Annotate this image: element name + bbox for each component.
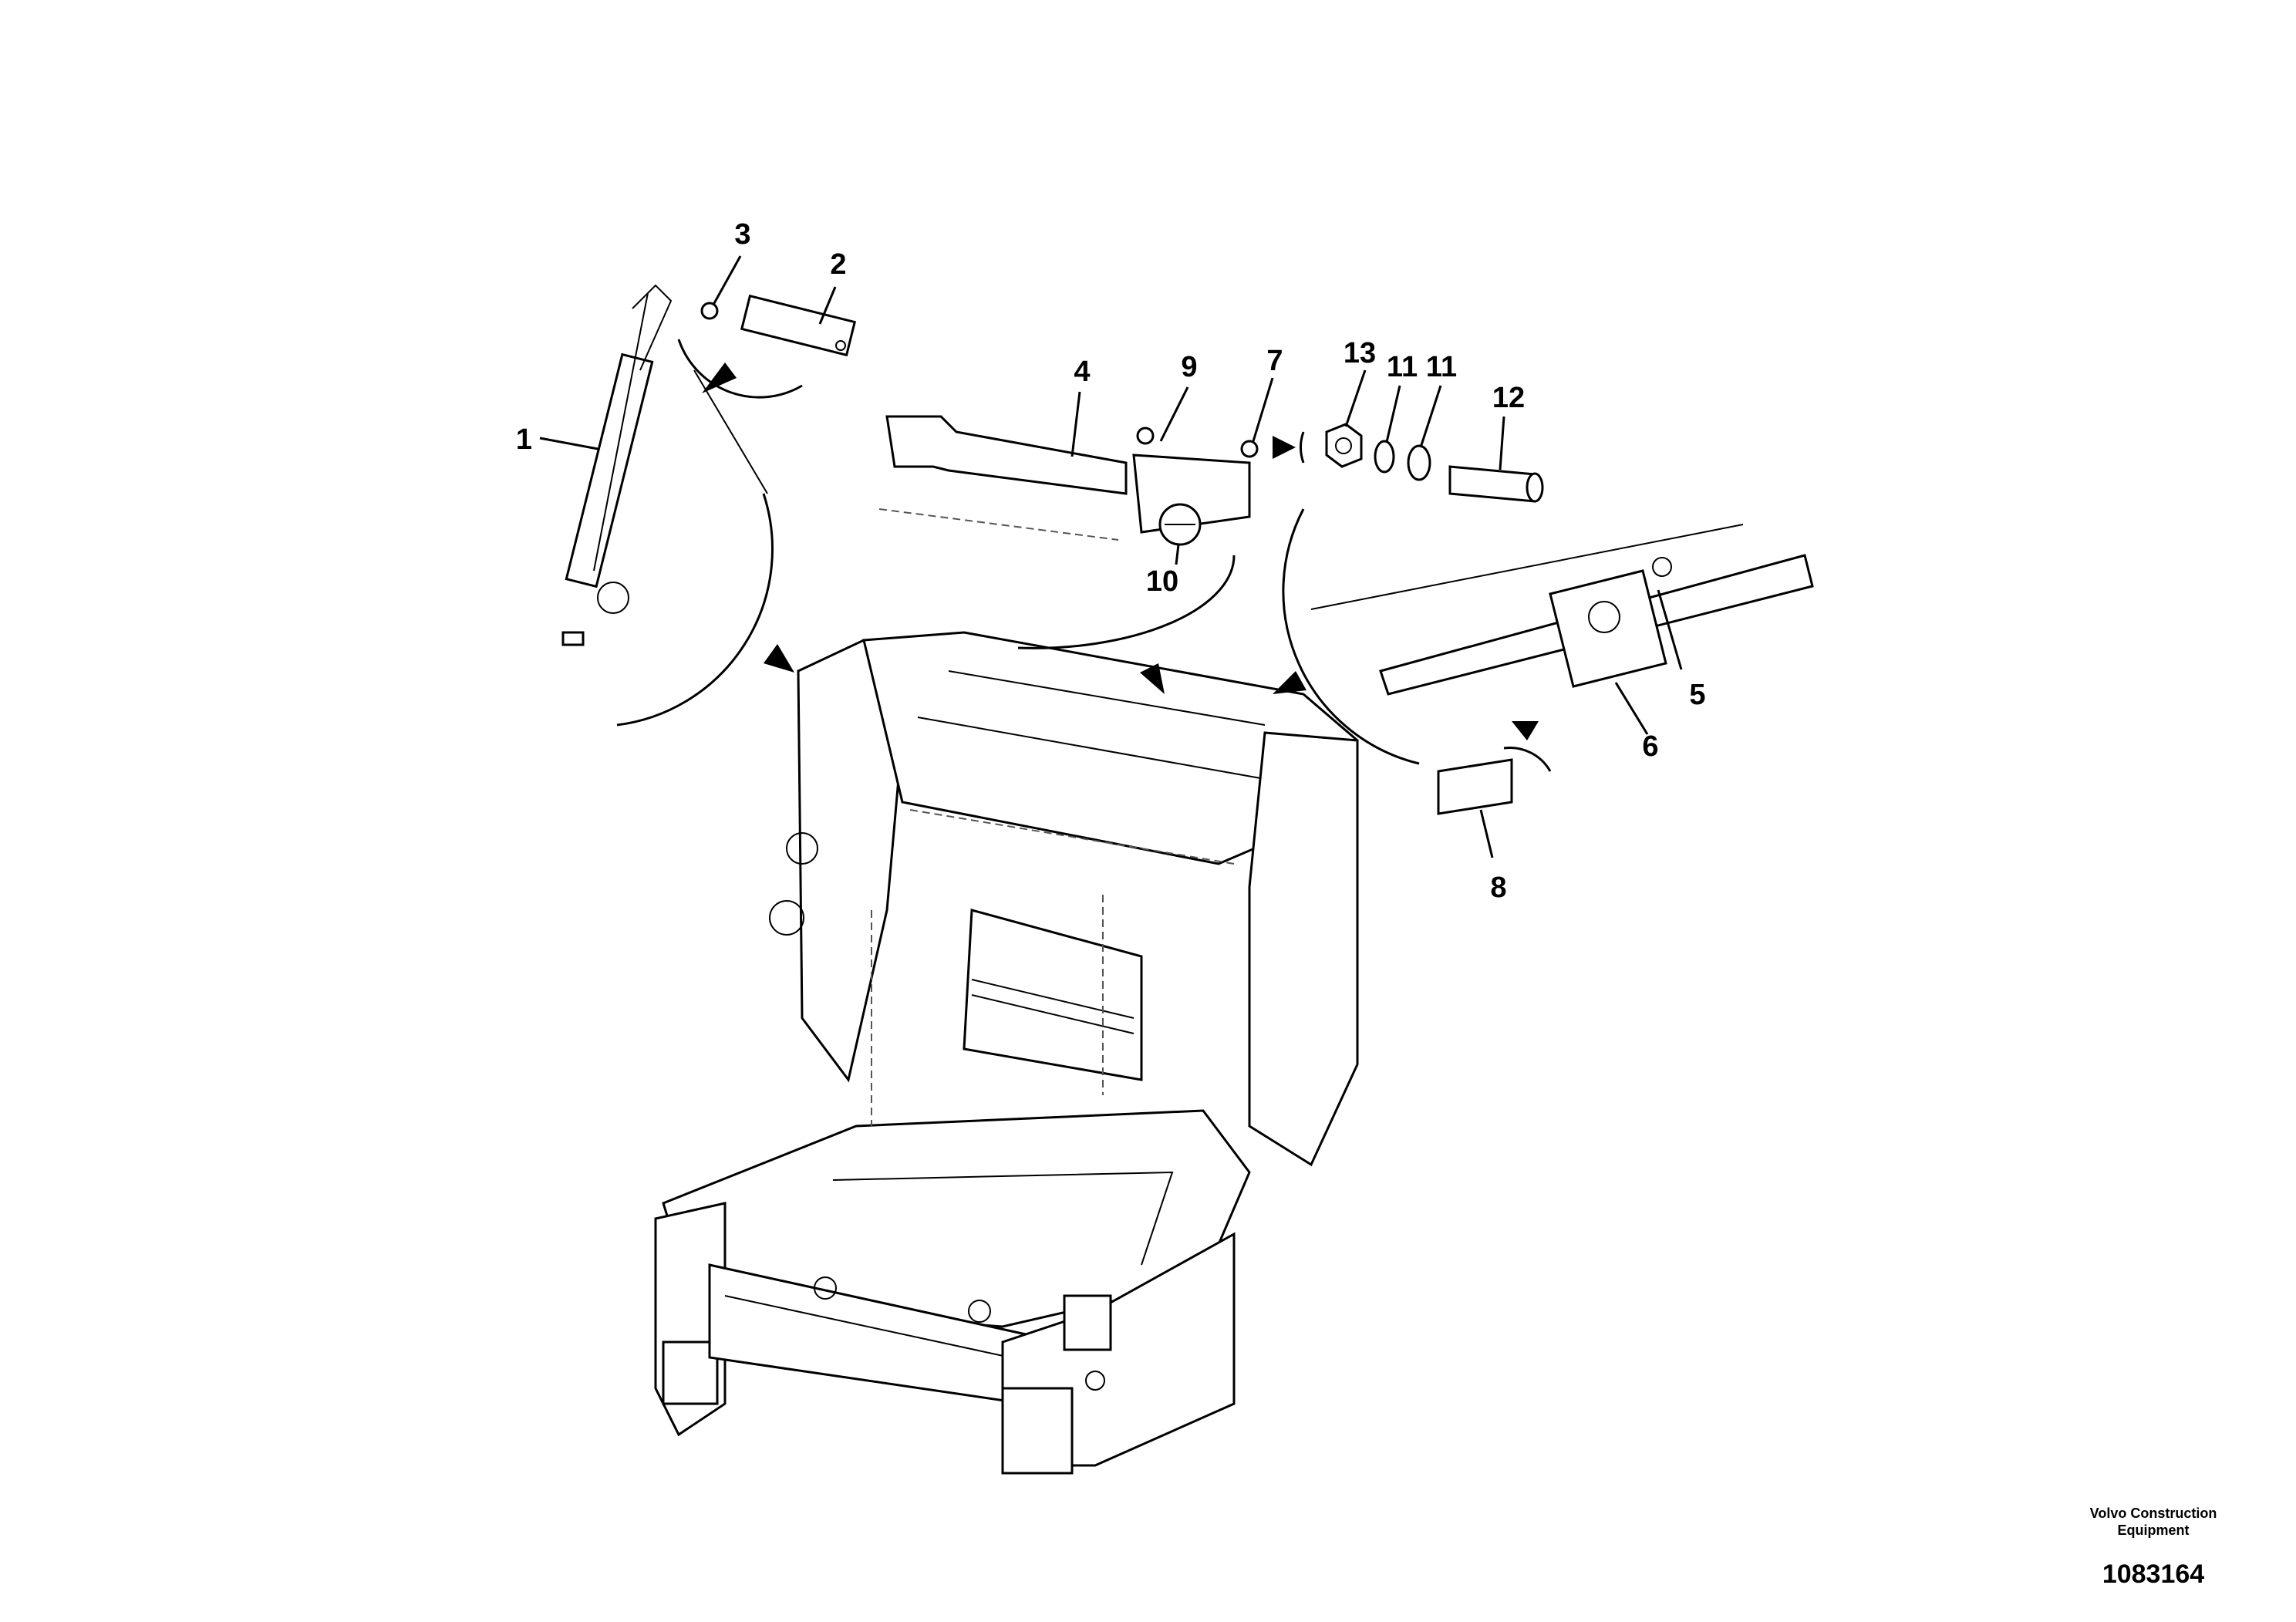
manufacturer-label: Volvo Construction Equipment bbox=[2065, 1505, 2242, 1539]
part-12-sleeve bbox=[1448, 465, 1544, 503]
leader-lines bbox=[539, 255, 1683, 858]
callout-1: 1 bbox=[516, 423, 532, 456]
main-frame bbox=[654, 631, 1359, 1475]
detail-view-center bbox=[1017, 555, 1236, 694]
callout-10: 10 bbox=[1146, 565, 1178, 598]
callout-13: 13 bbox=[1344, 337, 1376, 369]
part-7-bolt bbox=[1240, 440, 1259, 458]
callout-12: 12 bbox=[1492, 382, 1525, 414]
document-number: 1083164 bbox=[2102, 1560, 2205, 1589]
callout-9: 9 bbox=[1181, 351, 1197, 383]
detail-view-right bbox=[1273, 508, 1420, 765]
callout-4: 4 bbox=[1074, 356, 1090, 388]
part-8-block bbox=[1437, 758, 1513, 815]
manufacturer-line-2: Equipment bbox=[2117, 1523, 2190, 1538]
part-10-gauge bbox=[1158, 503, 1202, 546]
callout-8: 8 bbox=[1490, 872, 1506, 904]
part-4-shaft bbox=[878, 415, 1128, 541]
callout-7: 7 bbox=[1266, 345, 1283, 377]
part-13-nut bbox=[1325, 423, 1363, 468]
manufacturer-line-1: Volvo Construction bbox=[2089, 1506, 2217, 1521]
part-11-washer-a bbox=[1374, 440, 1395, 474]
callouts: 1 2 3 4 5 6 7 8 9 10 11 11 12 13 bbox=[516, 218, 1706, 904]
part-11-washer-b bbox=[1407, 444, 1431, 481]
callout-3: 3 bbox=[734, 218, 750, 251]
callout-11a: 11 bbox=[1387, 351, 1418, 383]
detail-view-left bbox=[616, 369, 794, 727]
callout-2: 2 bbox=[830, 248, 846, 281]
part-2-pin bbox=[740, 294, 857, 357]
detail-view-top-left bbox=[677, 339, 803, 399]
part-6-plate bbox=[1549, 569, 1667, 688]
detail-view-lower-right bbox=[1503, 721, 1552, 772]
callout-5: 5 bbox=[1689, 679, 1705, 711]
part-1-cylinder bbox=[561, 284, 673, 646]
detail-view-top-right bbox=[1273, 431, 1305, 464]
callout-11b: 11 bbox=[1426, 351, 1457, 383]
callout-6: 6 bbox=[1642, 730, 1658, 763]
part-3-clip bbox=[700, 302, 719, 320]
